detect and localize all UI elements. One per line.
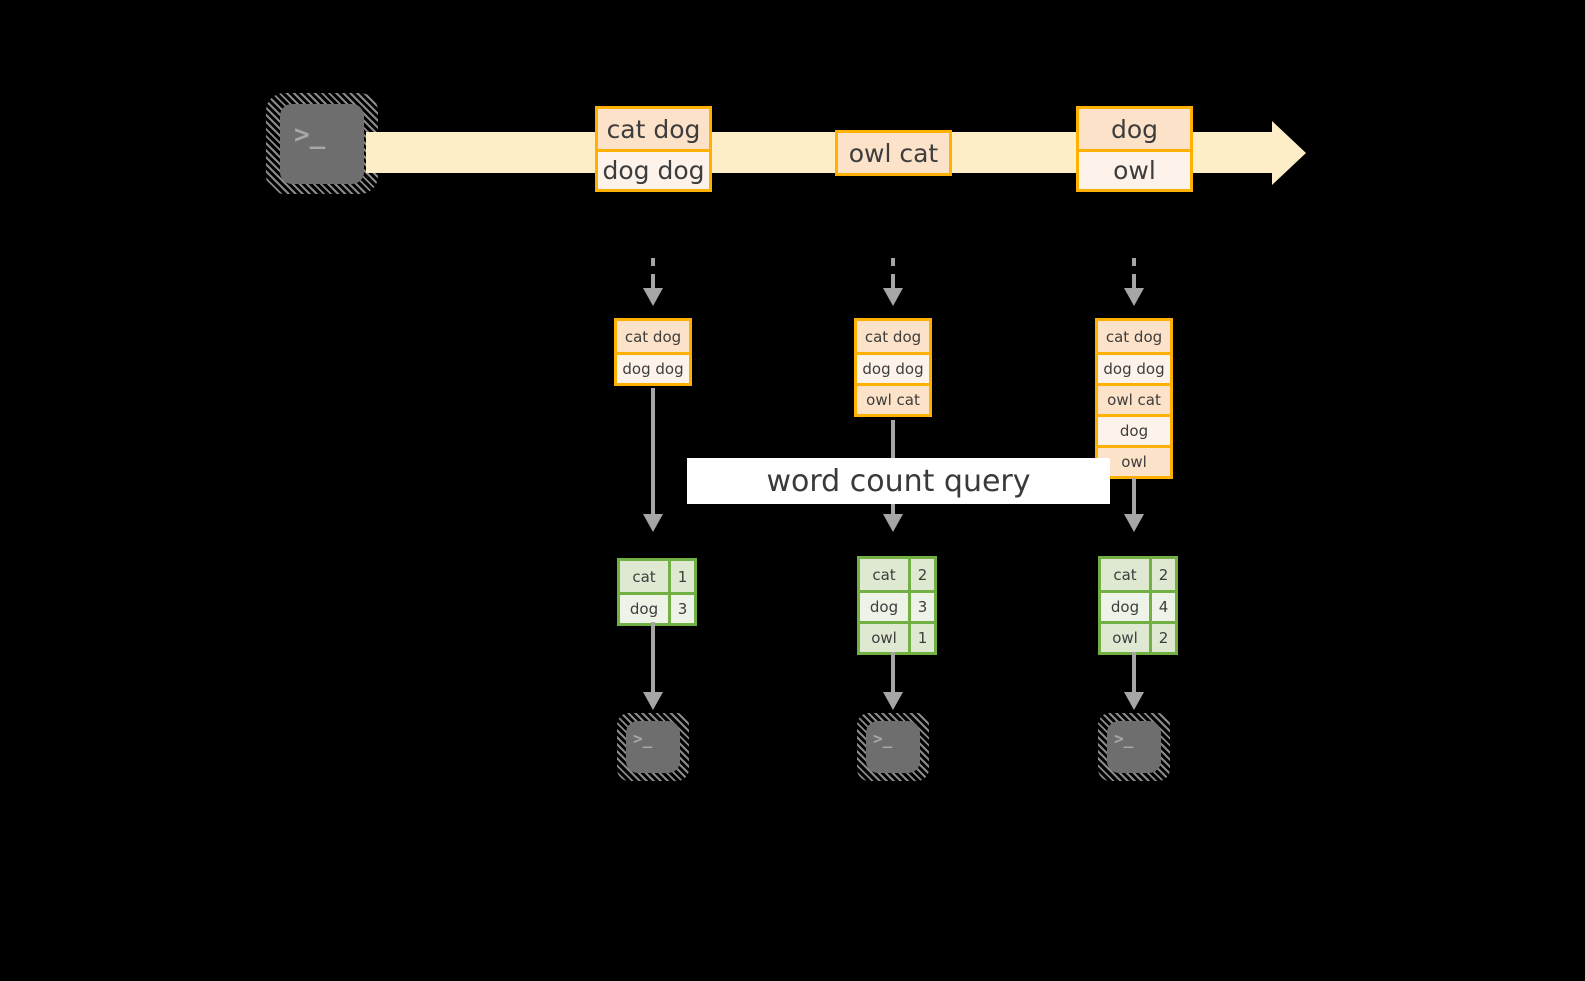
result-word: dog — [629, 600, 659, 618]
result-to-sink-arrow-3-icon — [1124, 692, 1144, 710]
terminal-prompt-icon: >_ — [873, 729, 893, 748]
result-count: 1 — [668, 561, 694, 592]
batch-row: owl — [1098, 445, 1170, 476]
stream-to-batch-connector-2-solid — [891, 282, 895, 290]
result-word: cat — [872, 565, 896, 584]
batch-row: dog dog — [617, 352, 689, 383]
result-table-2[interactable]: cat 2 dog 3 owl 1 — [857, 556, 937, 655]
result-row: dog 3 — [620, 592, 694, 623]
stream-to-batch-arrow-2-icon — [883, 288, 903, 306]
result-row: cat 1 — [620, 561, 694, 592]
query-label: word count query — [687, 458, 1110, 504]
result-to-sink-connector-3 — [1132, 652, 1136, 694]
result-table-3[interactable]: cat 2 dog 4 owl 2 — [1098, 556, 1178, 655]
sink-terminal-icon-3[interactable]: >_ — [1107, 721, 1161, 773]
stream-event-line: owl cat — [838, 133, 949, 173]
result-to-sink-arrow-2-icon — [883, 692, 903, 710]
sink-terminal-icon-2[interactable]: >_ — [866, 721, 920, 773]
result-to-sink-connector-1 — [651, 622, 655, 694]
stream-to-batch-connector-3 — [1132, 258, 1136, 284]
batch-row: cat dog — [617, 321, 689, 352]
batch-to-result-arrow-2-icon — [883, 514, 903, 532]
terminal-prompt-icon: >_ — [1114, 729, 1134, 748]
result-count: 3 — [908, 593, 934, 621]
result-row: owl 2 — [1101, 621, 1175, 652]
batch-row: cat dog — [857, 321, 929, 352]
result-row: dog 4 — [1101, 590, 1175, 621]
sink-terminal-icon-1[interactable]: >_ — [626, 721, 680, 773]
stream-to-batch-connector-1-solid — [651, 282, 655, 290]
batch-to-result-connector-1 — [651, 388, 655, 516]
result-row: dog 3 — [860, 590, 934, 621]
stream-to-batch-connector-2 — [891, 258, 895, 284]
batch-row: dog dog — [1098, 352, 1170, 383]
batch-table-3[interactable]: cat dog dog dog owl cat dog owl — [1095, 318, 1173, 479]
result-word: owl — [1112, 629, 1138, 647]
result-word: dog — [869, 598, 899, 616]
result-count: 1 — [908, 624, 934, 652]
result-count: 4 — [1149, 593, 1175, 621]
result-word: dog — [1110, 598, 1140, 616]
stream-to-batch-arrow-1-icon — [643, 288, 663, 306]
stream-event-line: owl — [1079, 149, 1190, 189]
result-count: 2 — [908, 559, 934, 590]
stream-event-group-3[interactable]: dog owl — [1076, 106, 1193, 192]
stream-event-line: dog — [1079, 109, 1190, 149]
result-to-sink-arrow-1-icon — [643, 692, 663, 710]
stream-to-batch-connector-1 — [651, 258, 655, 284]
batch-to-result-connector-3 — [1132, 478, 1136, 516]
batch-to-result-arrow-1-icon — [643, 514, 663, 532]
batch-row: dog dog — [857, 352, 929, 383]
batch-row: owl cat — [857, 383, 929, 414]
result-to-sink-connector-2 — [891, 652, 895, 694]
terminal-prompt-icon: >_ — [294, 120, 326, 150]
result-word: cat — [1113, 565, 1137, 584]
result-table-1[interactable]: cat 1 dog 3 — [617, 558, 697, 626]
event-stream-arrow-icon — [1272, 121, 1306, 185]
stream-event-group-2[interactable]: owl cat — [835, 130, 952, 176]
batch-table-2[interactable]: cat dog dog dog owl cat — [854, 318, 932, 417]
terminal-prompt-icon: >_ — [633, 729, 653, 748]
stream-to-batch-arrow-3-icon — [1124, 288, 1144, 306]
batch-to-result-arrow-3-icon — [1124, 514, 1144, 532]
batch-table-1[interactable]: cat dog dog dog — [614, 318, 692, 386]
result-row: owl 1 — [860, 621, 934, 652]
result-row: cat 2 — [1101, 559, 1175, 590]
batch-row: owl cat — [1098, 383, 1170, 414]
result-word: owl — [871, 629, 897, 647]
stream-event-line: cat dog — [598, 109, 709, 149]
batch-row: dog — [1098, 414, 1170, 445]
result-count: 2 — [1149, 559, 1175, 590]
query-label-text: word count query — [766, 463, 1031, 499]
stream-event-line: dog dog — [598, 149, 709, 189]
result-count: 3 — [668, 595, 694, 623]
stream-to-batch-connector-3-solid — [1132, 282, 1136, 290]
result-count: 2 — [1149, 624, 1175, 652]
source-terminal-icon[interactable]: >_ — [280, 104, 364, 184]
batch-row: cat dog — [1098, 321, 1170, 352]
result-word: cat — [632, 567, 656, 586]
stream-event-group-1[interactable]: cat dog dog dog — [595, 106, 712, 192]
result-row: cat 2 — [860, 559, 934, 590]
